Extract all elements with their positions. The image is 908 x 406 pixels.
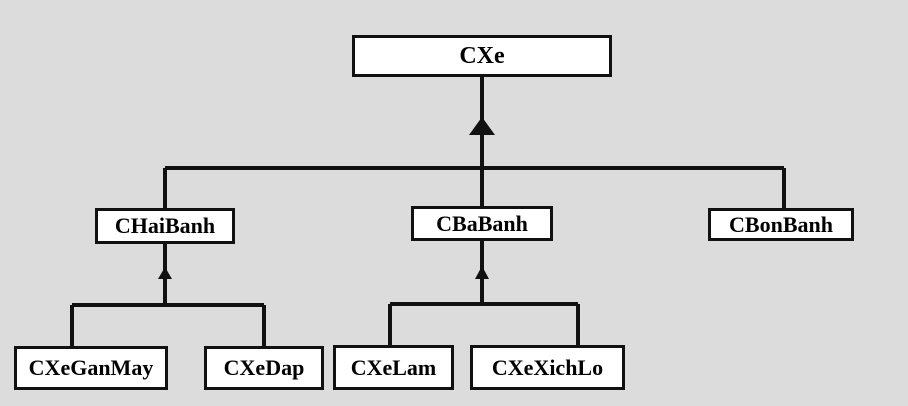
hai-banh-connector [70, 244, 266, 346]
class-box-cbonbanh: CBonBanh [708, 208, 854, 241]
class-box-cxedap: CXeDap [204, 346, 324, 390]
class-label-cbabanh: CBaBanh [436, 210, 528, 236]
root-inheritance-arrow [469, 117, 495, 135]
class-box-chaibanh: CHaiBanh [95, 208, 235, 244]
root-connector [163, 77, 786, 208]
ba-banh-inheritance-arrow [475, 266, 489, 279]
class-box-cxeganmay: CXeGanMay [14, 346, 168, 390]
class-label-cxedap: CXeDap [223, 355, 305, 380]
class-box-cxe: CXe [352, 35, 612, 77]
ba-banh-connector [388, 241, 580, 345]
class-label-cxe: CXe [459, 42, 505, 69]
class-box-cbabanh: CBaBanh [411, 206, 553, 241]
class-box-cxelam: CXeLam [333, 345, 454, 390]
class-label-cbonbanh: CBonBanh [729, 211, 833, 237]
class-box-cxexichlo: CXeXichLo [470, 345, 625, 390]
class-label-cxeganmay: CXeGanMay [28, 355, 154, 380]
class-label-cxelam: CXeLam [350, 354, 437, 380]
hai-banh-inheritance-arrow [158, 267, 172, 279]
class-label-chaibanh: CHaiBanh [114, 213, 216, 238]
class-label-cxexichlo: CXeXichLo [491, 354, 604, 380]
